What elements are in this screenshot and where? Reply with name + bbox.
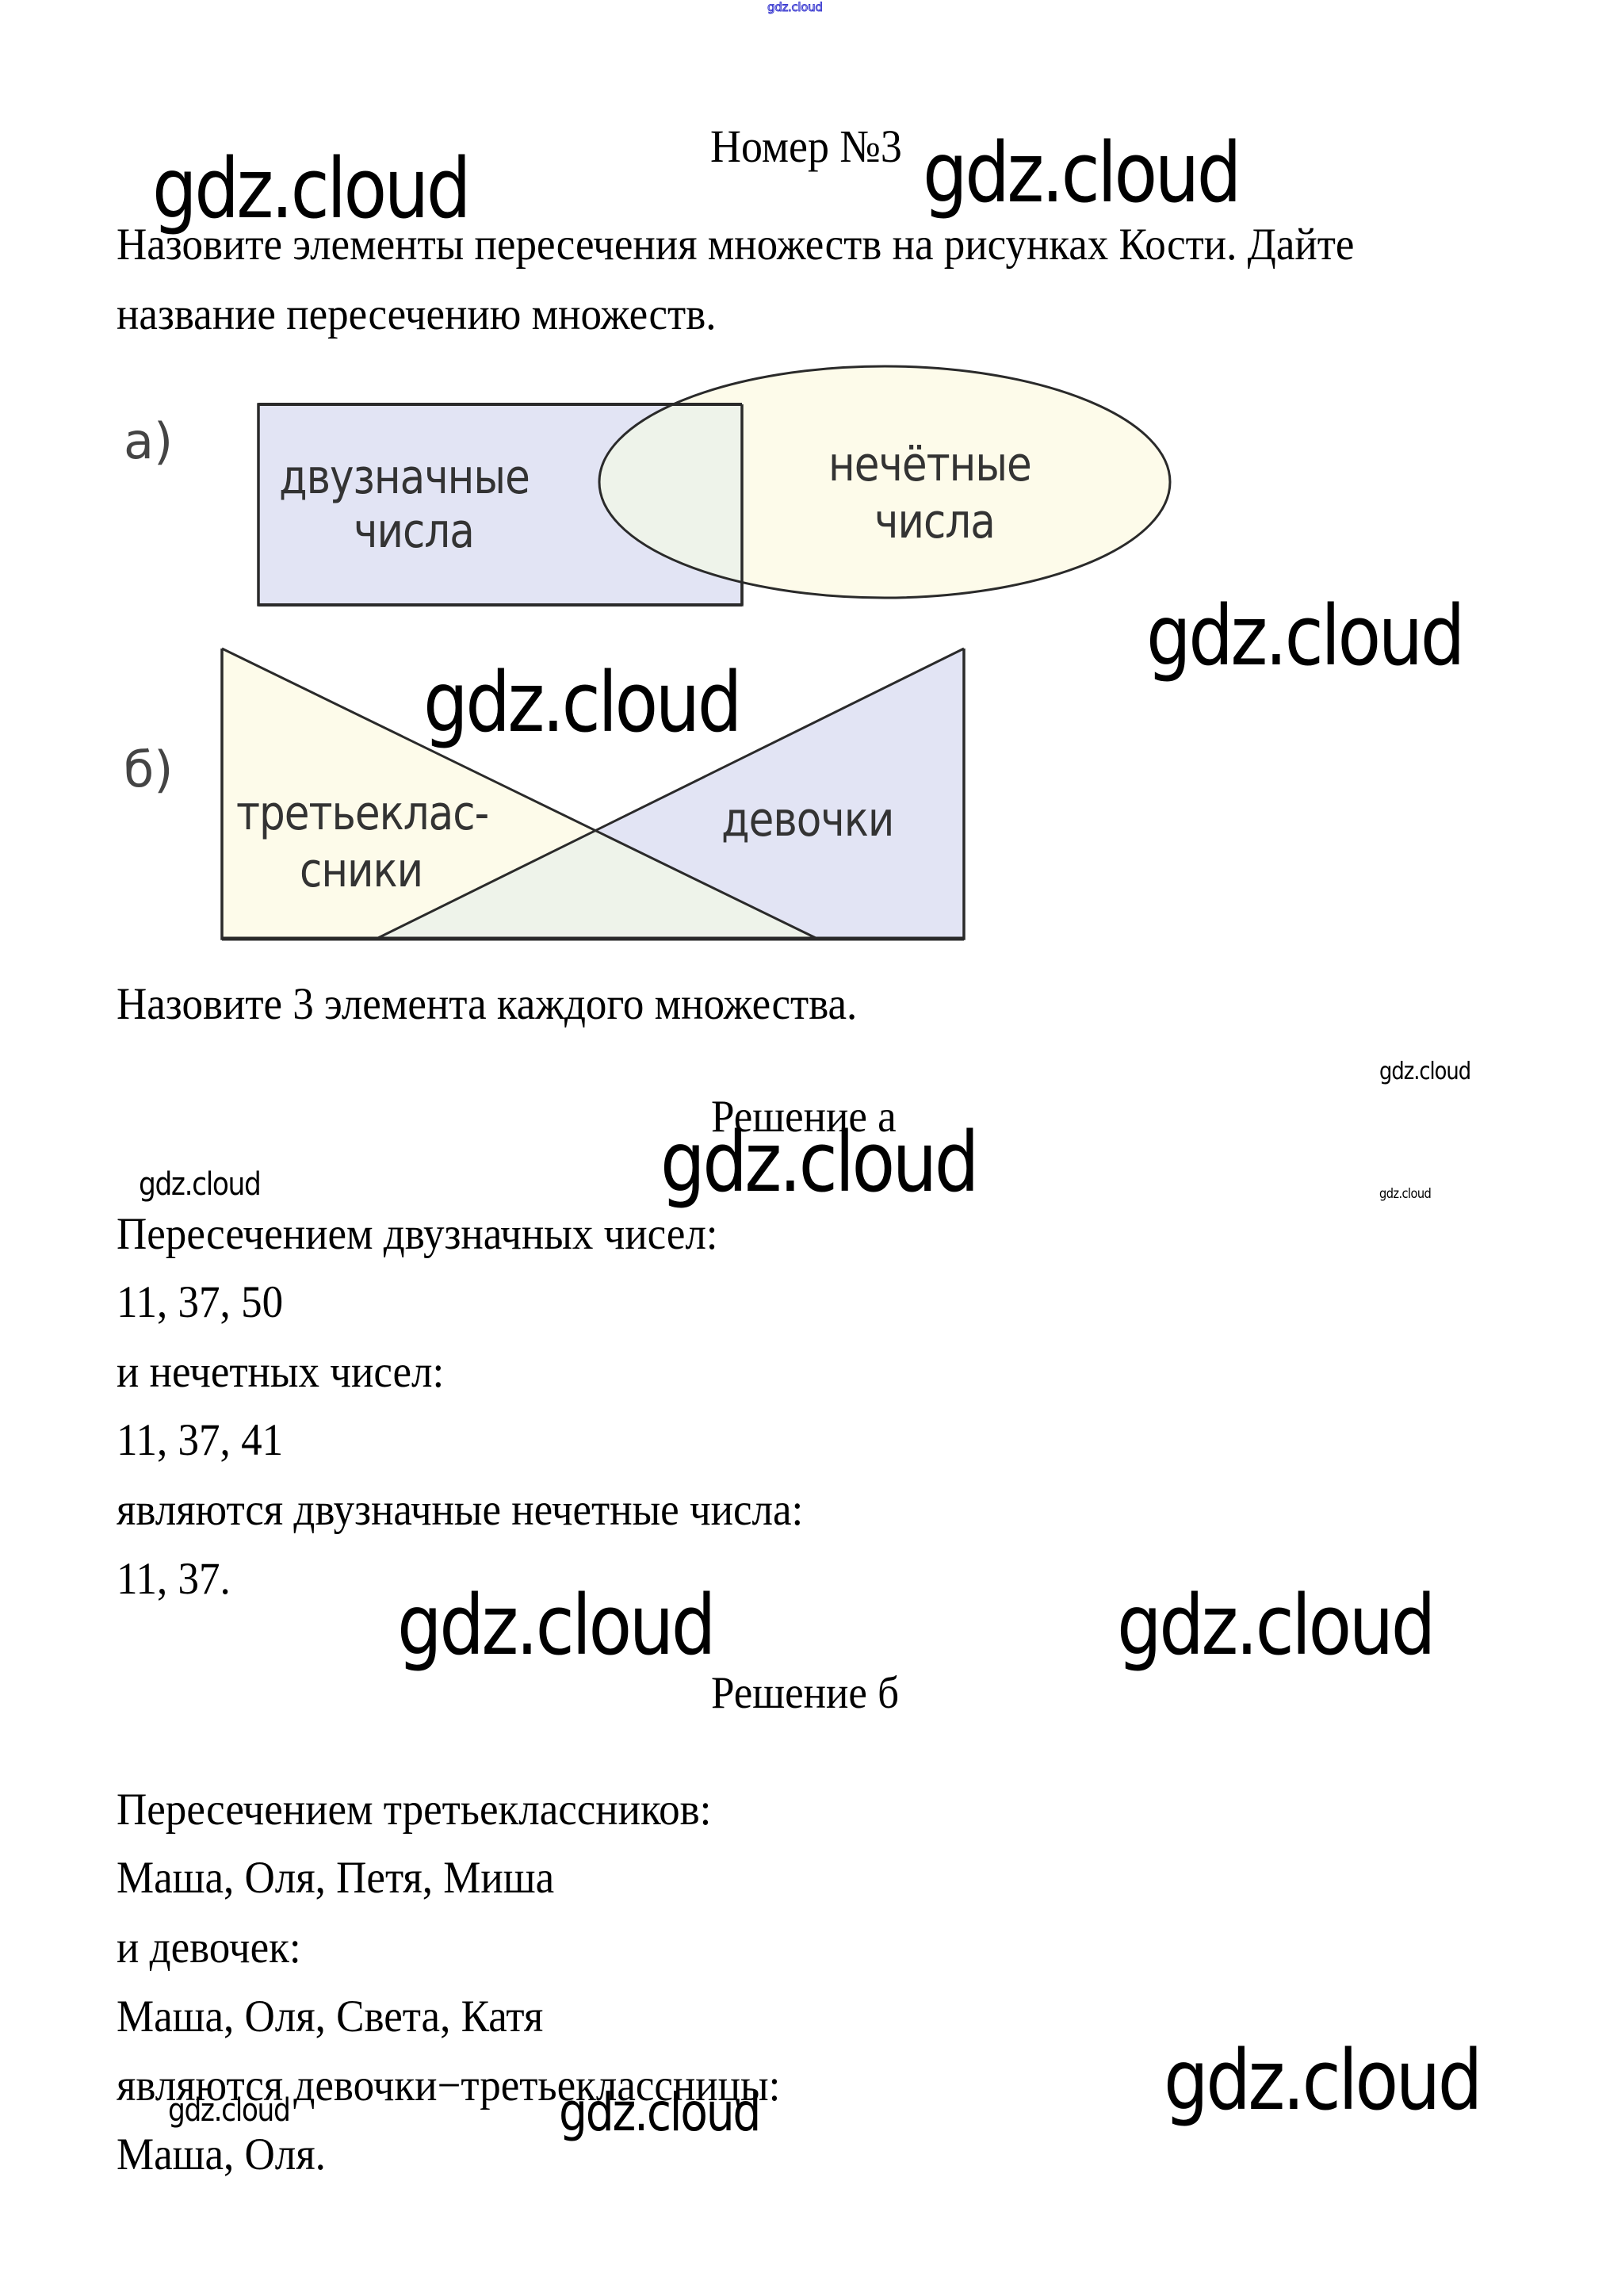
watermark: gdz.cloud	[1379, 1058, 1471, 1085]
watermark: gdz.cloud	[1379, 1186, 1432, 1202]
watermark: gdz.cloud	[423, 654, 743, 751]
set-label-two-digit: двузначные	[279, 450, 530, 505]
watermark: gdz.cloud	[152, 140, 472, 237]
watermark: gdz.cloud	[397, 1577, 717, 1674]
solution-a-line: Пересечением двузначных чисел:	[117, 1209, 718, 1259]
page-title: Номер №3	[710, 121, 902, 172]
set-label-numbers: числа	[354, 503, 475, 559]
solution-a-line: 11, 37, 50	[117, 1277, 284, 1327]
watermark: gdz.cloud	[1164, 2032, 1483, 2129]
solution-a-line: 11, 37.	[117, 1554, 231, 1604]
diagram-b	[220, 647, 966, 941]
set-label-third-graders-1: третьеклас-	[236, 786, 489, 841]
solution-b-line: Пересечением третьеклассников:	[117, 1785, 712, 1835]
venn-diagrams	[220, 365, 1172, 941]
set-label-girls: девочки	[721, 792, 894, 848]
solution-b-line: Маша, Оля.	[117, 2130, 326, 2179]
watermark: gdz.cloud	[139, 1166, 262, 1203]
watermark: gdz.cloud	[660, 1114, 980, 1211]
set-label-third-graders-2: сники	[300, 843, 423, 898]
solution-b-line: Маша, Оля, Света, Катя	[117, 1992, 544, 2042]
watermark: gdz.cloud	[559, 2082, 761, 2143]
watermark: gdz.cloud	[1146, 587, 1466, 684]
task-text-line-1: Назовите элементы пересечения множеств н…	[117, 220, 1355, 270]
solution-a-heading: Решение а	[711, 1092, 897, 1142]
set-label-numbers-2: числа	[874, 494, 996, 549]
diagram-a-label: а)	[124, 412, 174, 470]
top-watermark: gdz.cloud	[767, 0, 824, 15]
task-text-line-2: название пересечению множеств.	[117, 289, 717, 339]
solution-a-line: и нечетных чисел:	[117, 1347, 445, 1397]
solution-b-heading: Решение б	[711, 1668, 900, 1718]
watermark: gdz.cloud	[923, 124, 1242, 221]
solution-a-line: являются двузначные нечетные числа:	[117, 1485, 804, 1535]
watermark: gdz.cloud	[1117, 1577, 1436, 1674]
task-text-line-3: Назовите 3 элемента каждого множества.	[117, 979, 858, 1029]
diagram-a	[257, 365, 1172, 607]
diagram-b-label: б)	[124, 740, 174, 798]
watermark: gdz.cloud	[168, 2092, 291, 2129]
solution-b-line: являются девочки−третьеклассницы:	[117, 2061, 781, 2110]
set-label-odd: нечётные	[828, 437, 1032, 492]
solution-b-line: Маша, Оля, Петя, Миша	[117, 1853, 555, 1903]
solution-b-line: и девочек:	[117, 1923, 301, 1973]
solution-a-line: 11, 37, 41	[117, 1415, 284, 1465]
